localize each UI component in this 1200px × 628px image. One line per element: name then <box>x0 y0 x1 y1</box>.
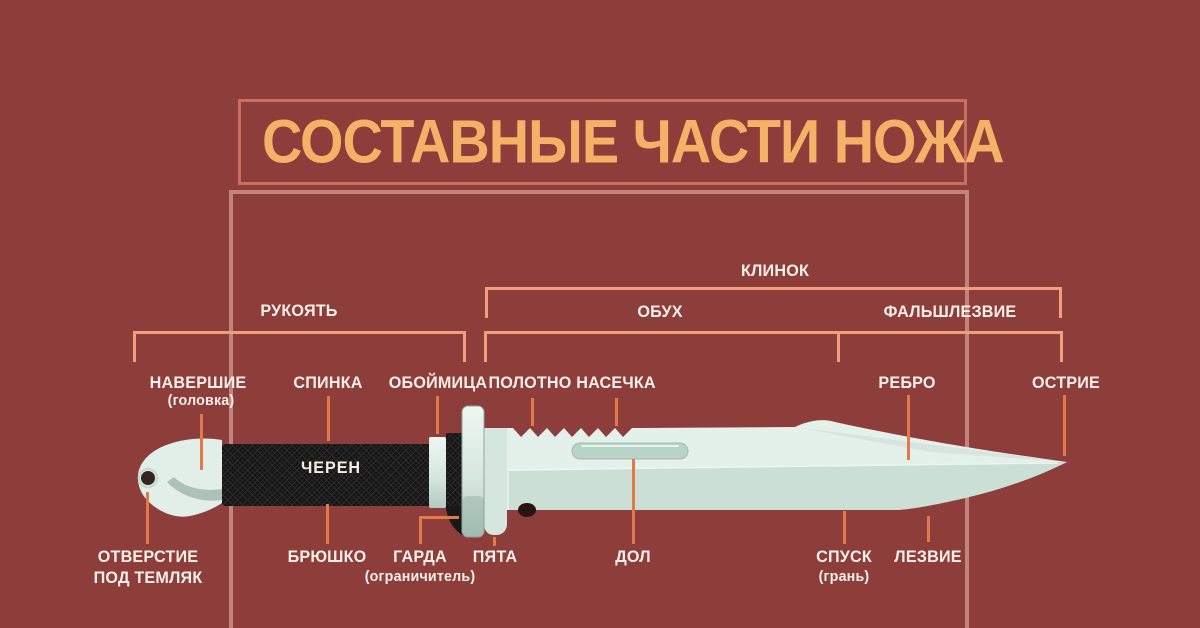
knife-spacer <box>446 433 465 512</box>
blade-bevel <box>509 462 1067 510</box>
bracket-rukoyat <box>133 331 466 362</box>
lanyard-hole <box>137 467 159 489</box>
label-oboymitsa: ОБОЙМИЦА <box>388 373 488 392</box>
leader-polotno <box>531 398 534 426</box>
leader-rebro <box>907 395 910 460</box>
page-title: СОСТАВНЫЕ ЧАСТИ НОЖА <box>262 107 1005 177</box>
leader-lezvie <box>927 516 930 542</box>
leader-bryushko <box>326 504 329 544</box>
content-frame <box>229 190 969 628</box>
bracket-middle-tick <box>837 334 840 362</box>
label-navershie: НАВЕРШИЕ <box>149 373 247 392</box>
knife-handle <box>222 444 434 506</box>
label-bryushko: БРЮШКО <box>287 547 367 566</box>
bracket-obuh-falshlezvie <box>484 331 1063 362</box>
label-otverstie-note: ПОД ТЕМЛЯК <box>93 568 203 587</box>
section-obuh: ОБУХ <box>637 302 683 321</box>
knife-ring <box>429 437 446 508</box>
label-rebro: РЕБРО <box>878 373 936 392</box>
leader-spusk <box>843 511 846 544</box>
section-falshlezvie: ФАЛЬШЛЕЗВИЕ <box>883 302 1017 321</box>
label-pyata: ПЯТА <box>472 547 518 566</box>
lanyard-hole-center <box>141 471 155 485</box>
leader-pyata <box>493 537 496 546</box>
blade-ricasso <box>484 428 507 535</box>
leader-spinka <box>327 396 330 441</box>
knife-guard-shade <box>462 496 484 537</box>
leader-navershie <box>200 414 203 470</box>
section-klinok: КЛИНОК <box>740 261 810 280</box>
label-nasechka: НАСЕЧКА <box>576 373 656 392</box>
leader-nasechka <box>615 398 618 426</box>
leader-dol <box>632 459 635 544</box>
blade-clip-shading <box>795 427 1067 462</box>
knife-spacer-hook <box>446 506 466 537</box>
knife-guard <box>461 405 485 538</box>
label-cheren: ЧЕРЕН <box>300 458 362 477</box>
label-otverstie: ОТВЕРСТИЕ <box>97 547 199 566</box>
leader-otverstie <box>146 492 149 544</box>
label-navershie-note: (головка) <box>167 392 235 409</box>
label-garda: ГАРДА <box>393 547 447 566</box>
label-spinka: СПИНКА <box>293 373 363 392</box>
blade-choil-notch <box>518 503 536 517</box>
label-lezvie: ЛЕЗВИЕ <box>894 547 962 566</box>
leader-garda-horizontal <box>419 516 459 519</box>
leader-garda <box>419 516 422 544</box>
label-dol: ДОЛ <box>615 547 651 566</box>
label-ostrie: ОСТРИЕ <box>1032 373 1100 392</box>
blade-rib-line <box>508 462 1059 471</box>
label-polotno: ПОЛОТНО <box>488 373 572 392</box>
label-garda-note: (ограничитель) <box>364 568 476 585</box>
label-spusk: СПУСК <box>816 547 872 566</box>
label-spusk-note: (грань) <box>818 568 870 585</box>
knife-pommel-shadow <box>167 477 222 501</box>
bracket-klinok <box>485 287 1062 318</box>
leader-oboymitsa <box>436 396 439 434</box>
leader-ostrie <box>1063 395 1066 456</box>
title-frame: СОСТАВНЫЕ ЧАСТИ НОЖА <box>238 99 1005 185</box>
section-rukoyat: РУКОЯТЬ <box>260 301 338 320</box>
